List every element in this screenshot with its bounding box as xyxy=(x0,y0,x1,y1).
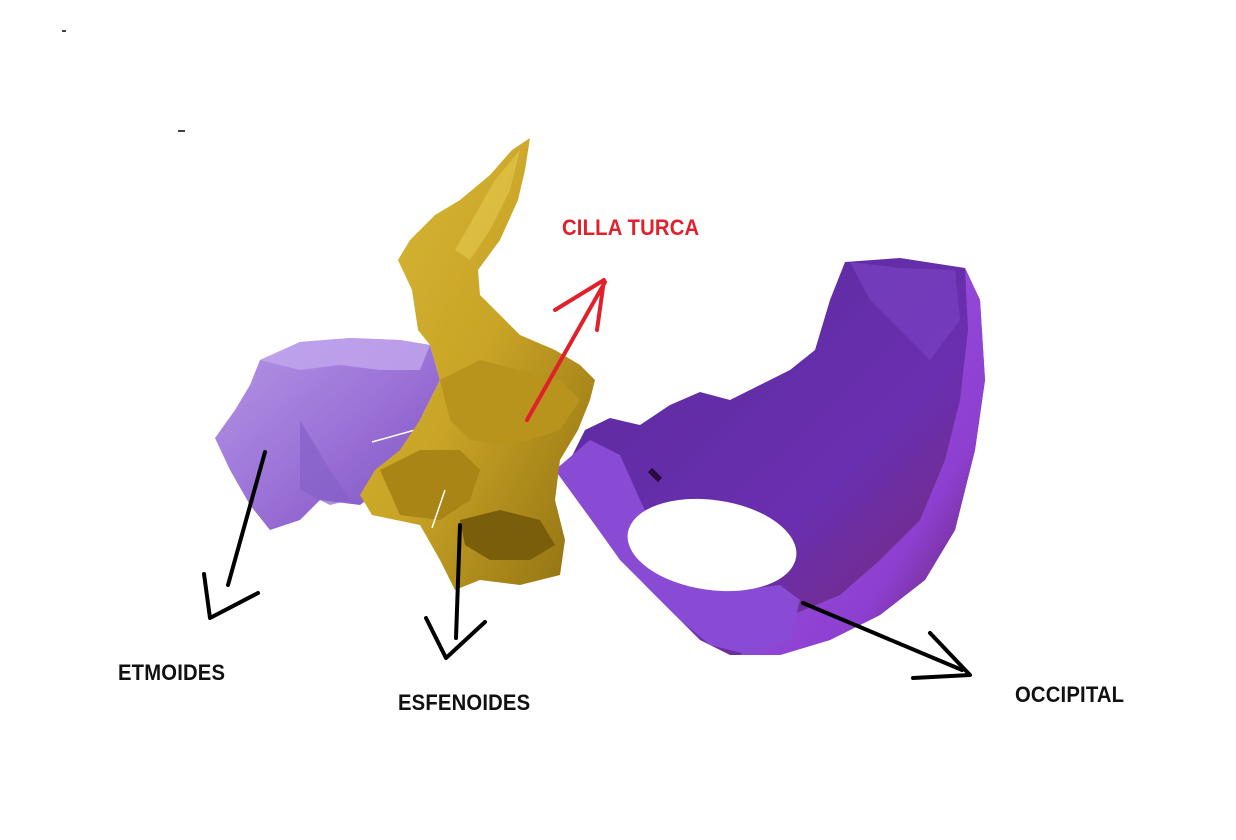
cilla-turca-arrow xyxy=(525,278,607,422)
esfenoides-arrow xyxy=(424,523,487,660)
etmoides-arrow xyxy=(202,450,267,620)
occipital-arrow xyxy=(801,601,972,680)
cilla-turca-label: CILLA TURCA xyxy=(562,215,700,240)
occipital-label: OCCIPITAL xyxy=(1015,682,1125,707)
occipital-bone xyxy=(555,258,985,655)
sphenoid-bone xyxy=(360,138,595,590)
stray-marks xyxy=(62,30,185,132)
esfenoides-label: ESFENOIDES xyxy=(398,690,531,715)
etmoides-label: ETMOIDES xyxy=(118,660,226,685)
